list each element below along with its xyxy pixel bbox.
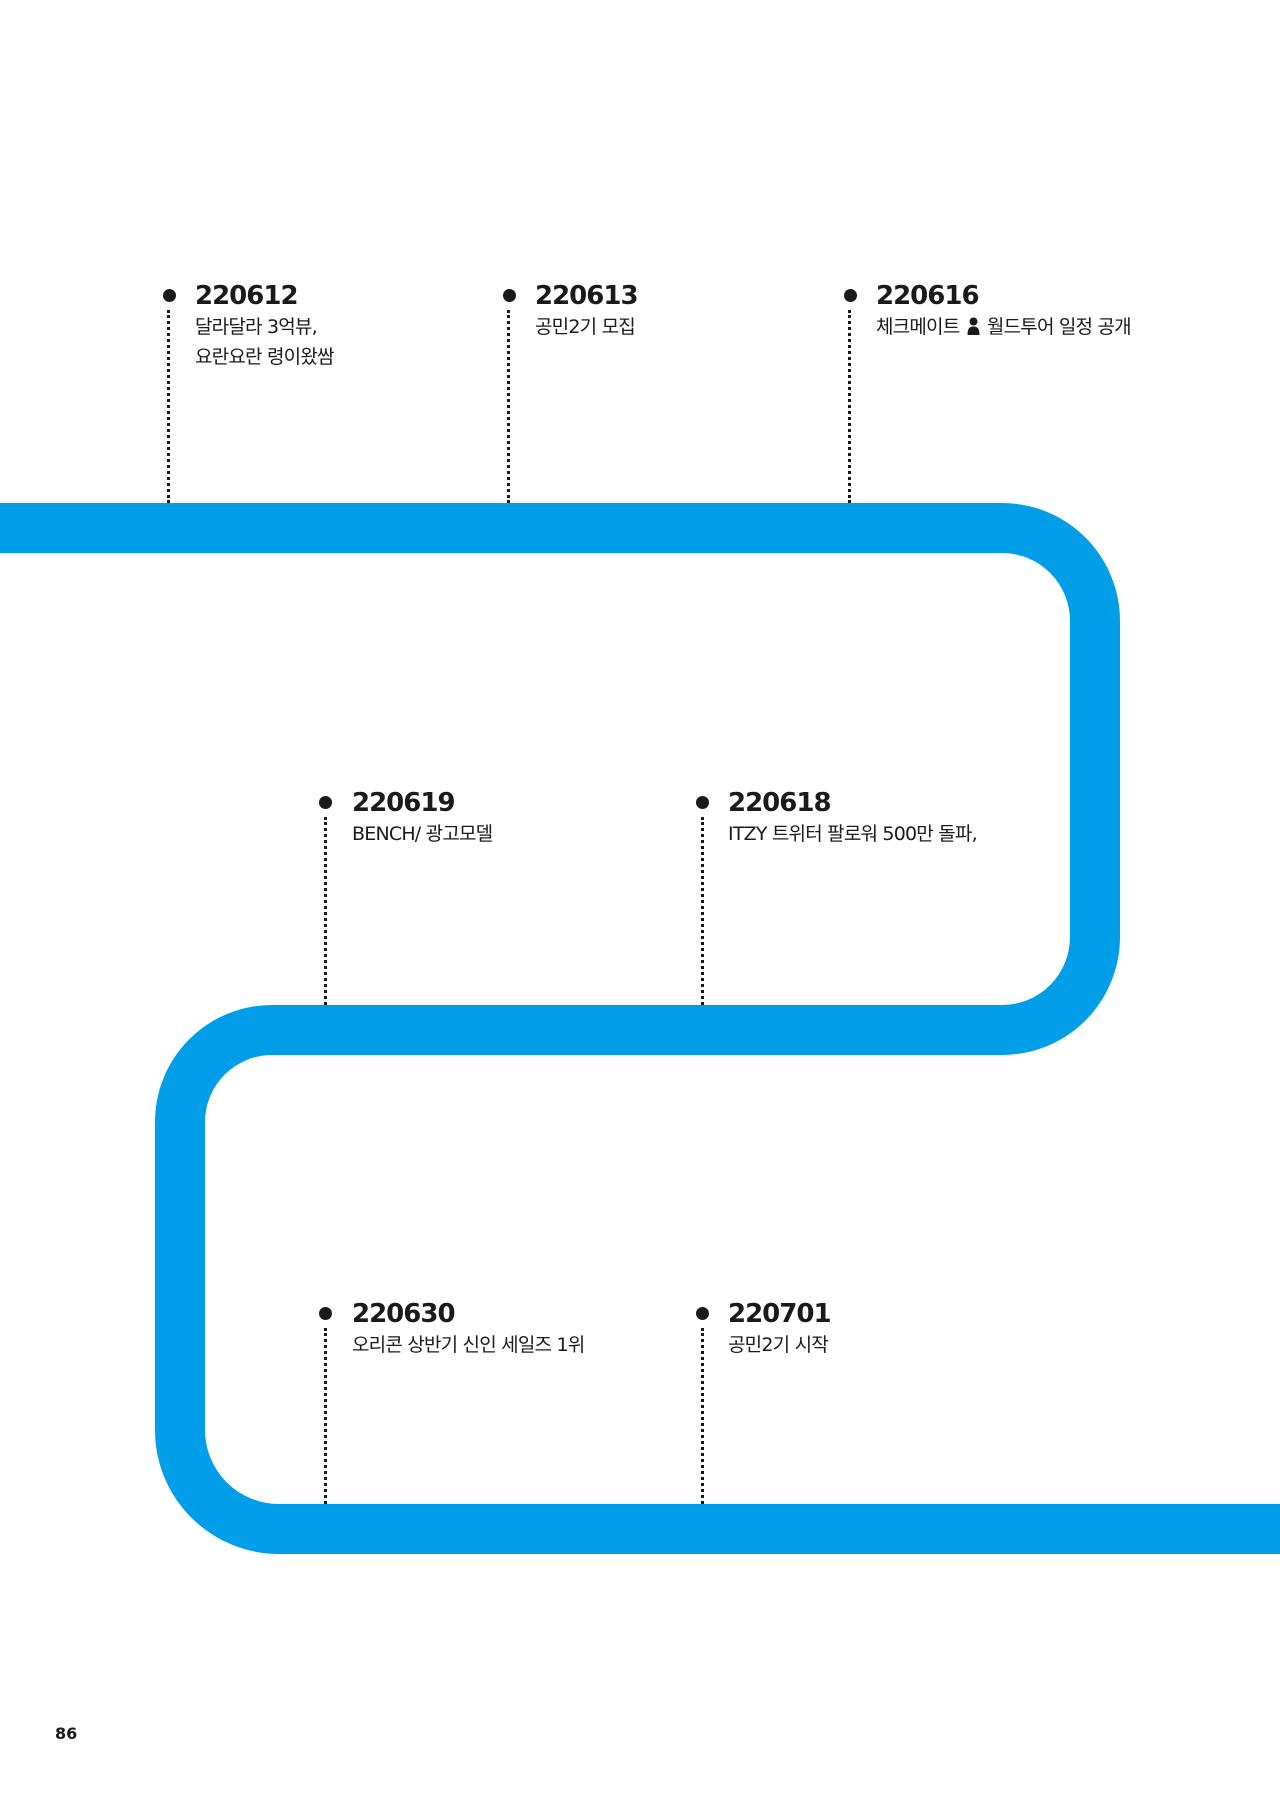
event-connector-line: [701, 1328, 704, 1504]
event-description: 공민2기 시작: [728, 1334, 829, 1356]
event-description-line: 체크메이트 월드투어 일정 공개: [876, 312, 1132, 342]
event-connector-line: [507, 310, 510, 503]
event-date: 220619: [352, 788, 456, 818]
event-marker-dot: [503, 289, 516, 302]
page-number: 86: [55, 1724, 78, 1743]
event-date: 220613: [535, 281, 639, 311]
event-marker-dot: [319, 1307, 332, 1320]
event-marker-dot: [163, 289, 176, 302]
event-description-part: 체크메이트: [876, 316, 960, 338]
event-marker-dot: [844, 289, 857, 302]
event-date: 220701: [728, 1299, 832, 1329]
event-description: 달라달라 3억뷰,: [195, 316, 318, 338]
event-marker-dot: [696, 796, 709, 809]
event-date: 220612: [195, 281, 299, 311]
person-icon: [967, 317, 980, 335]
event-date: 220616: [876, 281, 980, 311]
event-description: 오리콘 상반기 신인 세일즈 1위: [352, 1334, 585, 1356]
event-description: ITZY 트위터 팔로워 500만 돌파,: [728, 823, 978, 845]
event-connector-line: [324, 817, 327, 1005]
event-description: 공민2기 모집: [535, 316, 636, 338]
event-marker-dot: [696, 1307, 709, 1320]
event-date: 220618: [728, 788, 832, 818]
event-description-part: 월드투어 일정 공개: [986, 316, 1132, 338]
event-date: 220630: [352, 1299, 456, 1329]
event-connector-line: [848, 310, 851, 503]
event-marker-dot: [319, 796, 332, 809]
event-description: 요란요란 령이왔쌈: [195, 346, 334, 368]
event-description: BENCH/ 광고모델: [352, 823, 493, 845]
event-connector-line: [324, 1328, 327, 1504]
event-connector-line: [701, 817, 704, 1005]
event-connector-line: [167, 310, 170, 503]
